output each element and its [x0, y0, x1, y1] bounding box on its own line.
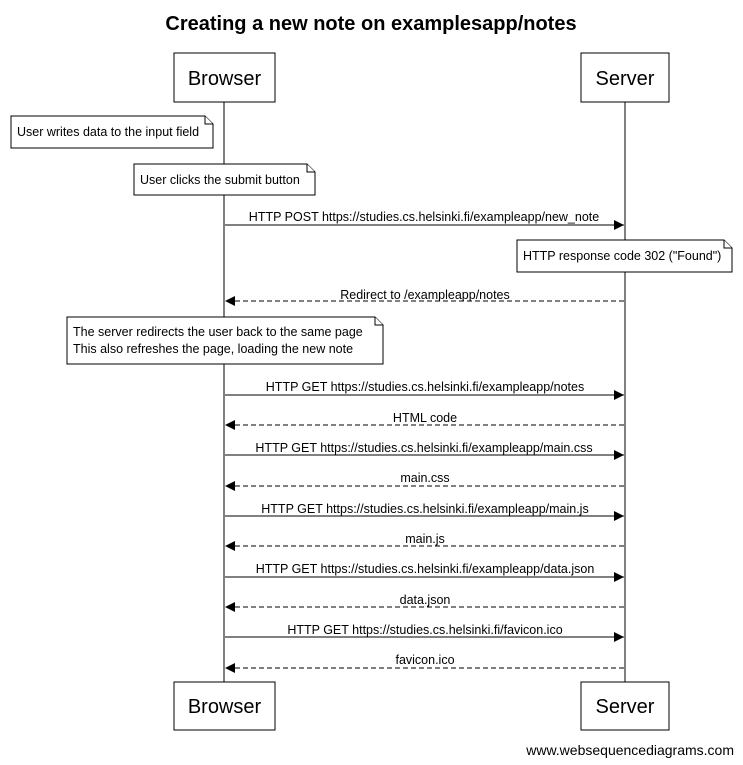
note-text: User clicks the submit button: [140, 173, 300, 187]
message-label: HTTP GET https://studies.cs.helsinki.fi/…: [256, 562, 595, 576]
message-label: favicon.ico: [395, 653, 454, 667]
browser-participant-top: Browser: [173, 52, 276, 103]
server-label-top: Server: [596, 68, 655, 90]
message-get-data-json: HTTP GET https://studies.cs.helsinki.fi/…: [225, 562, 624, 582]
message-label: HTTP POST https://studies.cs.helsinki.fi…: [249, 210, 599, 224]
message-label: HTTP GET https://studies.cs.helsinki.fi/…: [255, 441, 592, 455]
message-label: Redirect to /exampleapp/notes: [340, 288, 510, 302]
note-text-line-1: The server redirects the user back to th…: [73, 325, 363, 339]
note-text: HTTP response code 302 ("Found"): [523, 249, 721, 263]
message-data-json: data.json: [225, 593, 624, 612]
message-label: HTML code: [393, 411, 457, 425]
server-participant-bottom: Server: [580, 681, 670, 731]
note-user-clicks: User clicks the submit button: [133, 163, 316, 196]
server-participant-top: Server: [580, 52, 670, 103]
note-text-line-2: This also refreshes the page, loading th…: [73, 342, 353, 356]
note-server-redirects: The server redirects the user back to th…: [66, 316, 384, 365]
message-favicon: favicon.ico: [225, 653, 624, 673]
browser-label-top: Browser: [188, 68, 262, 90]
server-label-bottom: Server: [596, 696, 655, 718]
message-label: HTTP GET https://studies.cs.helsinki.fi/…: [261, 502, 588, 516]
message-get-main-css: HTTP GET https://studies.cs.helsinki.fi/…: [225, 441, 624, 460]
footer-watermark[interactable]: www.websequencediagrams.com: [525, 742, 734, 758]
note-user-writes: User writes data to the input field: [10, 115, 214, 149]
message-main-css: main.css: [225, 471, 624, 491]
note-response-302: HTTP response code 302 ("Found"): [516, 239, 733, 273]
message-post-new-note: HTTP POST https://studies.cs.helsinki.fi…: [225, 210, 624, 230]
message-label: main.css: [400, 471, 449, 485]
note-text: User writes data to the input field: [17, 125, 199, 139]
message-html-code: HTML code: [225, 411, 624, 430]
message-label: data.json: [400, 593, 451, 607]
message-label: HTTP GET https://studies.cs.helsinki.fi/…: [287, 623, 562, 637]
diagram-title: Creating a new note on examplesapp/notes: [165, 13, 576, 35]
message-main-js: main.js: [225, 532, 624, 551]
browser-participant-bottom: Browser: [173, 681, 276, 731]
message-get-notes: HTTP GET https://studies.cs.helsinki.fi/…: [225, 380, 624, 400]
message-get-favicon: HTTP GET https://studies.cs.helsinki.fi/…: [225, 623, 624, 642]
message-get-main-js: HTTP GET https://studies.cs.helsinki.fi/…: [225, 502, 624, 521]
message-label: HTTP GET https://studies.cs.helsinki.fi/…: [266, 380, 584, 394]
browser-label-bottom: Browser: [188, 696, 262, 718]
message-redirect: Redirect to /exampleapp/notes: [225, 288, 624, 306]
message-label: main.js: [405, 532, 445, 546]
